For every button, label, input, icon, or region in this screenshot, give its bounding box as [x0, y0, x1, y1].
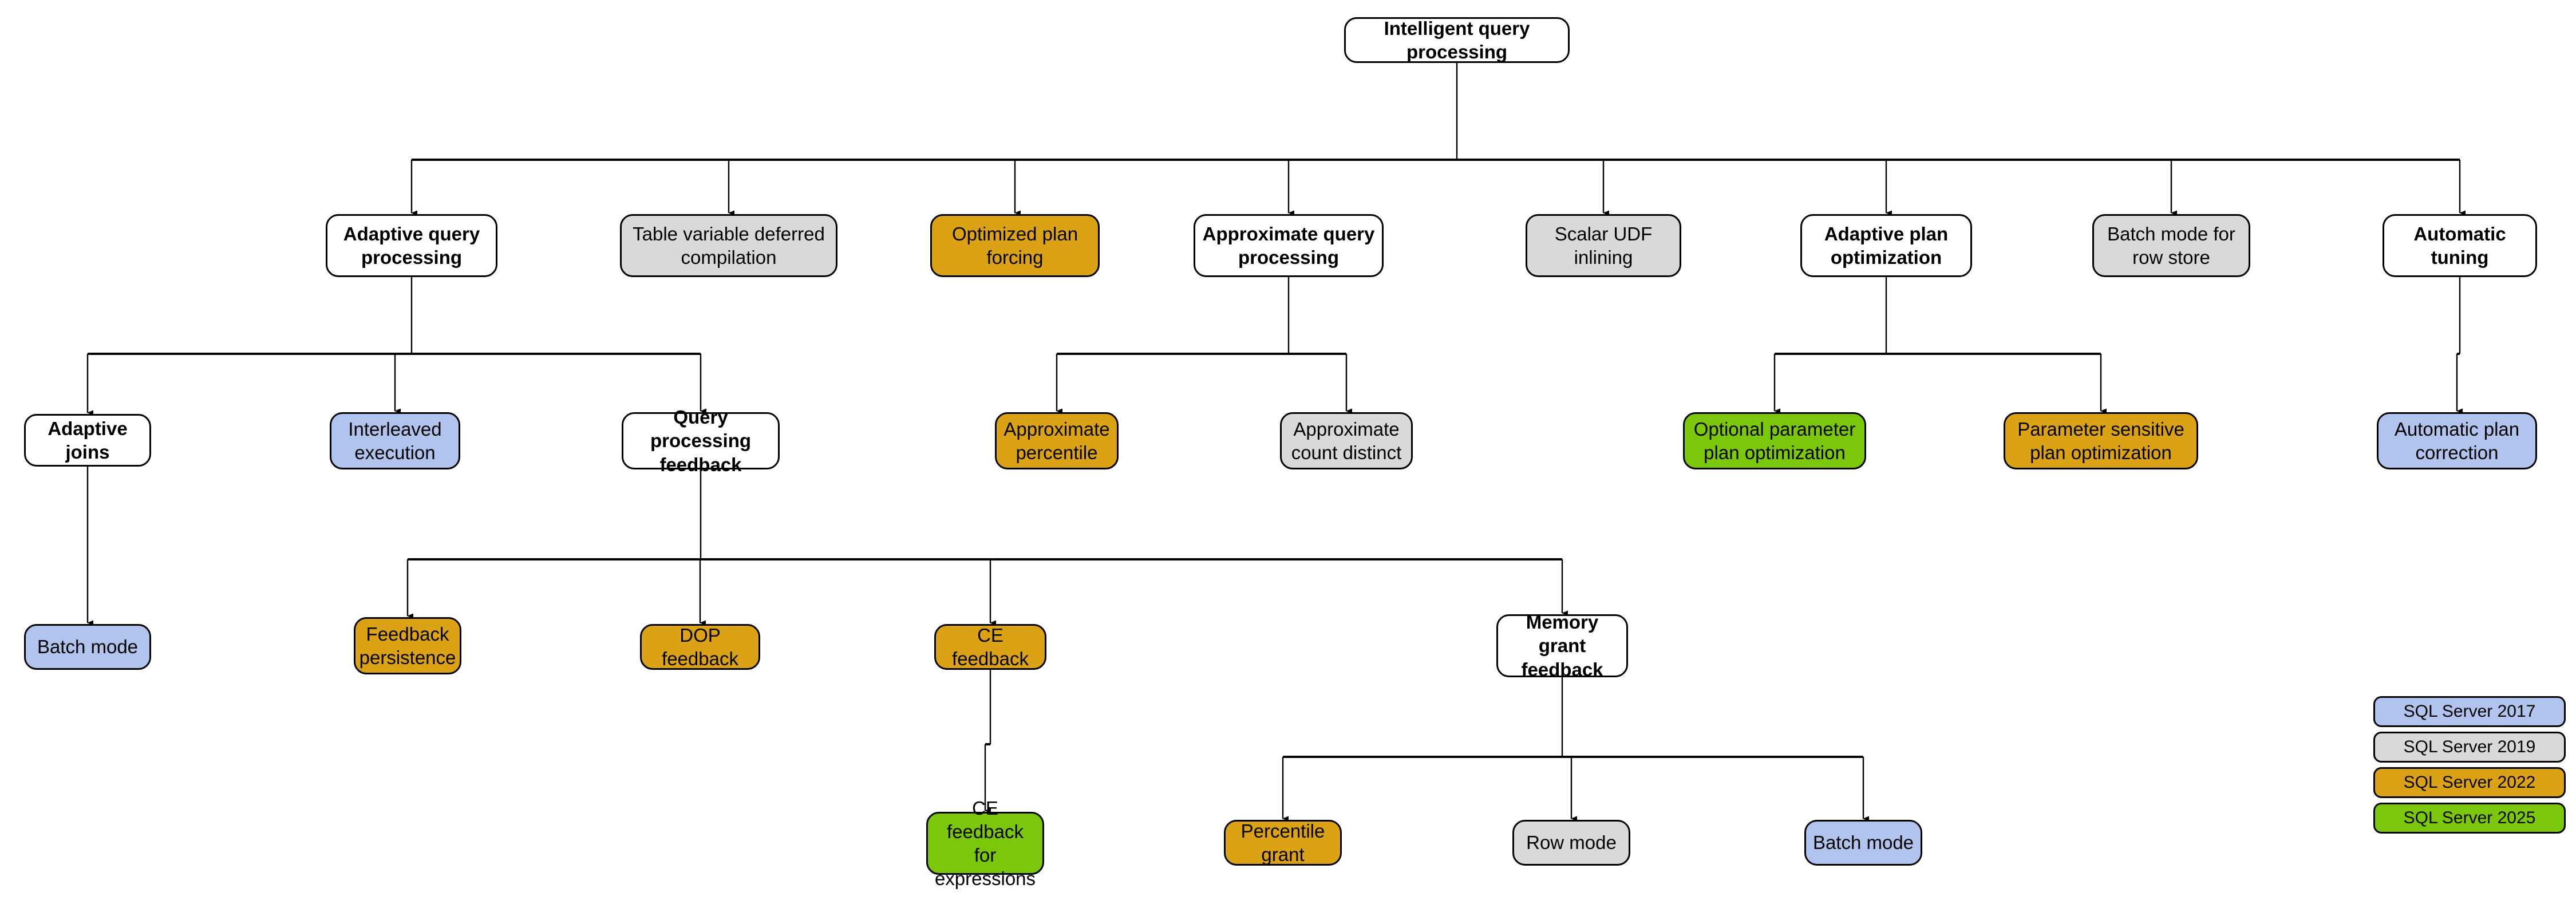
node-label: Row mode — [1526, 832, 1617, 854]
node-label: Interleaved execution — [348, 418, 442, 463]
node-label: DOP feedback — [662, 624, 738, 669]
legend-item-label: SQL Server 2017 — [2403, 702, 2536, 721]
node-label: Adaptive query processing — [343, 223, 480, 268]
node-label: Adaptive joins — [48, 417, 128, 463]
node-label: Scalar UDF inlining — [1554, 223, 1653, 268]
node-cefb[interactable]: CE feedback — [934, 624, 1046, 670]
node-bmode2[interactable]: Batch mode — [1804, 820, 1922, 866]
node-label: Approximate query processing — [1202, 223, 1375, 268]
node-bmode1[interactable]: Batch mode — [24, 624, 151, 670]
node-label: Parameter sensitive plan optimization — [2017, 418, 2184, 463]
legend-item-label: SQL Server 2025 — [2403, 808, 2536, 827]
node-label: Approximate percentile — [1003, 418, 1110, 463]
node-udf[interactable]: Scalar UDF inlining — [1526, 214, 1681, 277]
node-root[interactable]: Intelligent query processing — [1344, 17, 1570, 63]
node-label: Batch mode — [37, 636, 139, 658]
node-opf[interactable]: Optimized plan forcing — [930, 214, 1100, 277]
node-qpf[interactable]: Query processing feedback — [622, 406, 780, 475]
node-bmrs[interactable]: Batch mode for row store — [2092, 214, 2250, 277]
node-ilex[interactable]: Interleaved execution — [330, 412, 460, 469]
node-mgf[interactable]: Memory grant feedback — [1496, 611, 1628, 680]
legend-item-label: SQL Server 2019 — [2403, 737, 2536, 756]
node-label: Approximate count distinct — [1291, 418, 1402, 463]
legend-item-label: SQL Server 2022 — [2403, 773, 2536, 792]
node-rmode[interactable]: Row mode — [1512, 820, 1630, 866]
node-dopfb[interactable]: DOP feedback — [640, 624, 760, 670]
node-label: Percentile grant — [1240, 820, 1325, 865]
node-label: Optimized plan forcing — [951, 223, 1078, 268]
node-tvdc[interactable]: Table variable deferred compilation — [620, 214, 837, 277]
node-oppo[interactable]: Optional parameter plan optimization — [1683, 412, 1866, 469]
node-aqp[interactable]: Adaptive query processing — [326, 214, 497, 277]
node-cefbe[interactable]: CE feedback for expressions — [926, 797, 1044, 889]
node-label: Intelligent query processing — [1384, 17, 1530, 62]
node-label: Query processing feedback — [650, 406, 752, 475]
legend-item-green: SQL Server 2025 — [2373, 803, 2566, 834]
node-apc[interactable]: Automatic plan correction — [2377, 412, 2537, 469]
node-label: Optional parameter plan optimization — [1693, 418, 1856, 463]
node-label: Memory grant feedback — [1521, 611, 1603, 680]
node-acdist[interactable]: Approximate count distinct — [1280, 412, 1413, 469]
node-label: Feedback persistence — [359, 623, 456, 668]
node-label: Table variable deferred compilation — [633, 223, 825, 268]
node-label: Automatic tuning — [2413, 223, 2506, 268]
legend-item-orange: SQL Server 2022 — [2373, 767, 2566, 798]
node-label: Automatic plan correction — [2394, 418, 2520, 463]
legend-item-gray: SQL Server 2019 — [2373, 732, 2566, 763]
node-approx[interactable]: Approximate query processing — [1194, 214, 1384, 277]
node-label: CE feedback — [952, 624, 1029, 669]
node-label: Adaptive plan optimization — [1824, 223, 1949, 268]
node-label: Batch mode — [1812, 832, 1914, 854]
node-label: Batch mode for row store — [2107, 223, 2235, 268]
legend-item-blue: SQL Server 2017 — [2373, 696, 2566, 727]
node-fpers[interactable]: Feedback persistence — [354, 617, 461, 674]
node-autot[interactable]: Automatic tuning — [2383, 214, 2537, 277]
node-psp[interactable]: Parameter sensitive plan optimization — [2004, 412, 2198, 469]
node-aperc[interactable]: Approximate percentile — [995, 412, 1119, 469]
node-apo[interactable]: Adaptive plan optimization — [1800, 214, 1972, 277]
node-pgrant[interactable]: Percentile grant — [1224, 820, 1342, 866]
node-label: CE feedback for expressions — [934, 797, 1036, 890]
node-ajoin[interactable]: Adaptive joins — [24, 414, 151, 467]
